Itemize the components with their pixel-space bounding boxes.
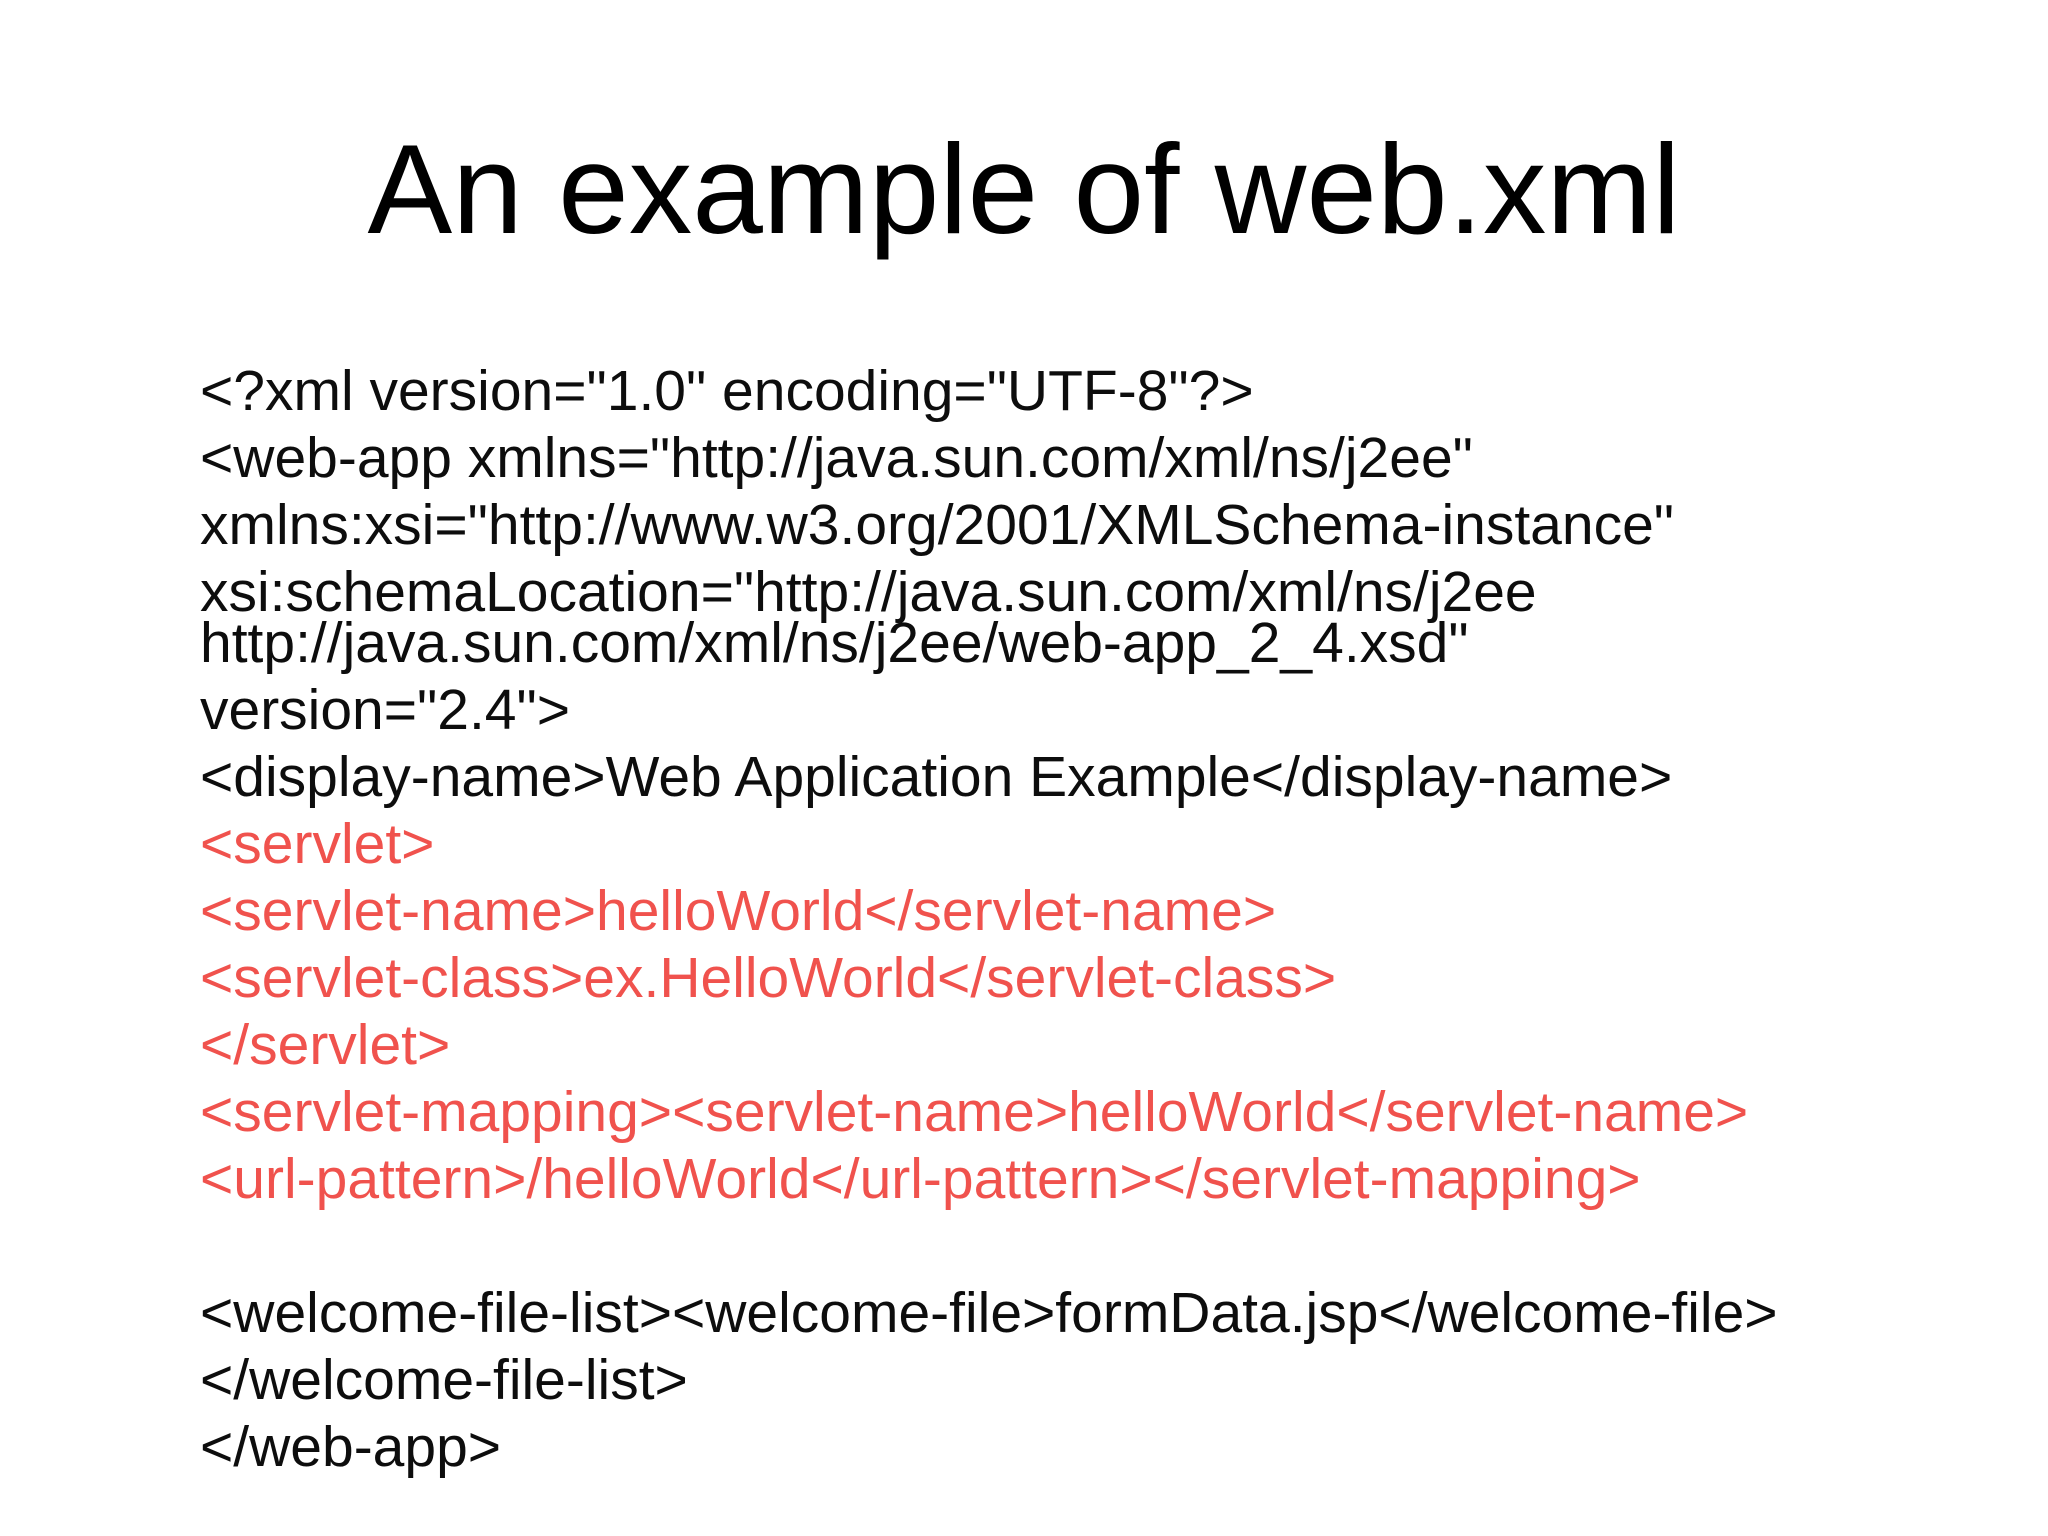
code-line: <welcome-file-list><welcome-file>formDat… — [200, 1281, 1778, 1345]
code-line: <url-pattern>/helloWorld</url-pattern></… — [200, 1147, 1641, 1211]
code-line: xsi:schemaLocation="http://java.sun.com/… — [200, 560, 1537, 624]
code-blank-line — [200, 1213, 1778, 1280]
slide-title: An example of web.xml — [367, 118, 1681, 260]
xml-code-block: <?xml version="1.0" encoding="UTF-8"?><w… — [200, 358, 1778, 1481]
code-line: </welcome-file-list> — [200, 1348, 688, 1412]
code-line: <?xml version="1.0" encoding="UTF-8"?> — [200, 359, 1254, 423]
code-line: <web-app xmlns="http://java.sun.com/xml/… — [200, 426, 1473, 490]
code-line: <display-name>Web Application Example</d… — [200, 745, 1673, 809]
code-line: <servlet-name>helloWorld</servlet-name> — [200, 879, 1277, 943]
code-line: <servlet> — [200, 812, 435, 876]
code-line: </web-app> — [200, 1415, 502, 1479]
code-line: <servlet-class>ex.HelloWorld</servlet-cl… — [200, 946, 1337, 1010]
code-line: </servlet> — [200, 1013, 451, 1077]
code-line: xmlns:xsi="http://www.w3.org/2001/XMLSch… — [200, 493, 1675, 557]
code-line: version="2.4"> — [200, 678, 571, 742]
code-line: http://java.sun.com/xml/ns/j2ee/web-app_… — [200, 611, 1469, 675]
code-line: <servlet-mapping><servlet-name>helloWorl… — [200, 1080, 1749, 1144]
